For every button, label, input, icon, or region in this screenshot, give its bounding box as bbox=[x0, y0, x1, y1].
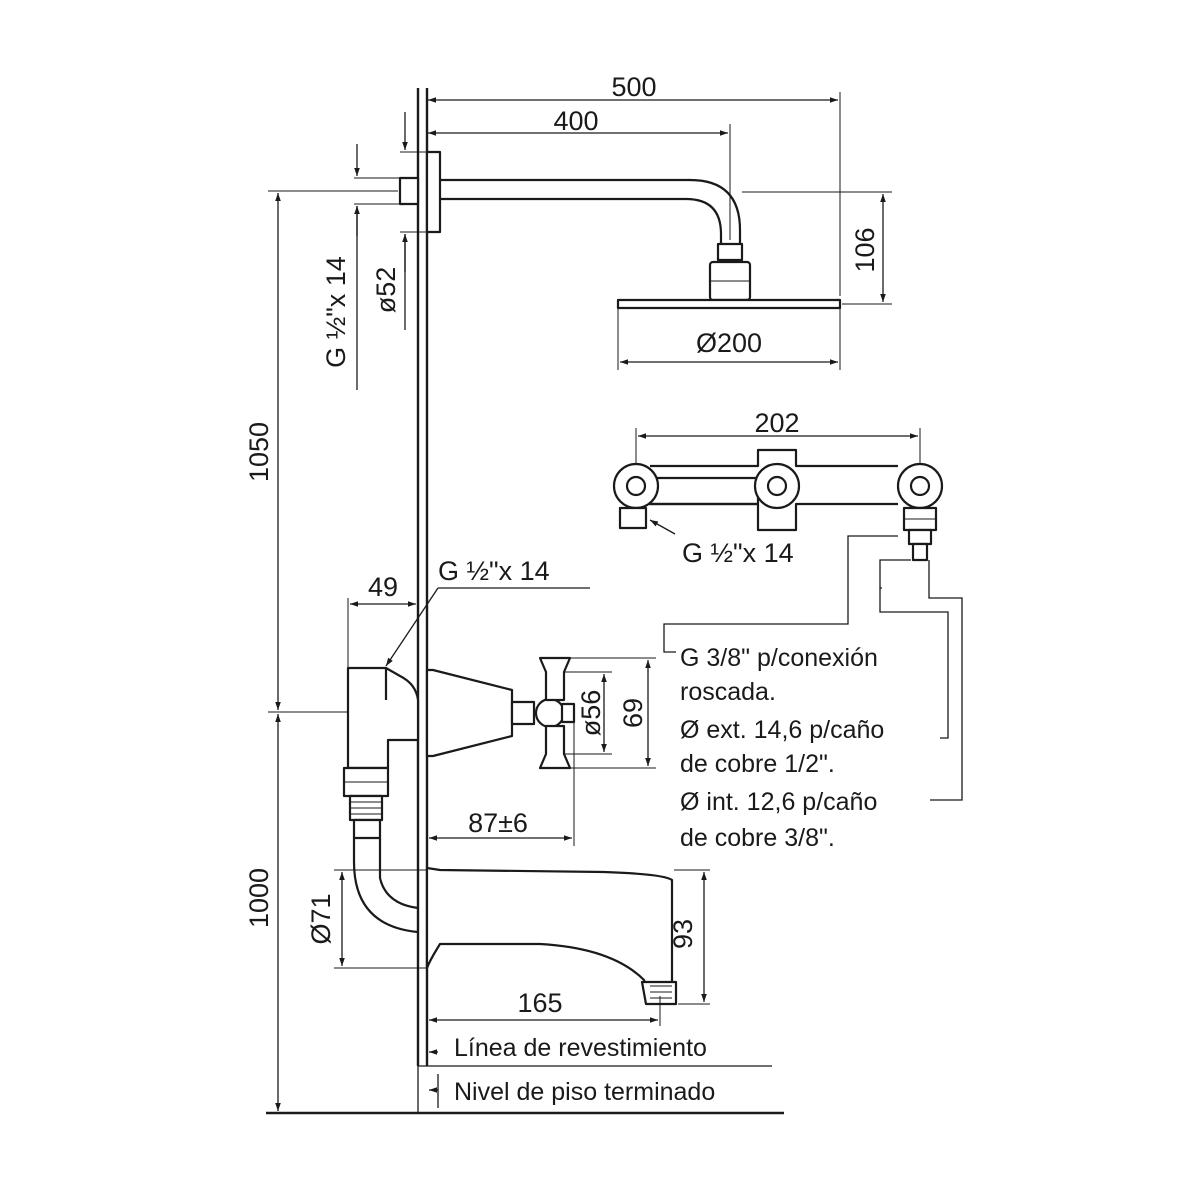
svg-text:1000: 1000 bbox=[244, 868, 274, 928]
dim-52: ø52 bbox=[371, 112, 427, 330]
svg-text:106: 106 bbox=[850, 227, 880, 272]
wall-flange bbox=[425, 150, 442, 234]
dim-500: 500 bbox=[428, 72, 841, 296]
dim-87: 87±6 bbox=[429, 722, 575, 846]
svg-text:202: 202 bbox=[754, 408, 799, 438]
svg-text:Nivel de piso terminado: Nivel de piso terminado bbox=[454, 1078, 715, 1106]
dim-g-half-vertical: G ½"x 14 bbox=[321, 144, 400, 390]
svg-text:ø56: ø56 bbox=[576, 690, 606, 737]
mixer-thread-callout: G ½"x 14 bbox=[385, 556, 590, 667]
connection-note-leaders bbox=[663, 535, 963, 801]
wall-line-label: Línea de revestimiento bbox=[429, 1034, 707, 1062]
svg-text:Ø int. 12,6 p/caño: Ø int. 12,6 p/caño bbox=[680, 788, 877, 816]
handle-escutcheon bbox=[425, 656, 576, 770]
svg-text:G ½"x 14: G ½"x 14 bbox=[438, 556, 550, 586]
svg-text:Ø71: Ø71 bbox=[306, 893, 336, 944]
dim-200: Ø200 bbox=[617, 308, 841, 370]
svg-text:ø52: ø52 bbox=[371, 267, 401, 314]
shower-head bbox=[616, 298, 842, 310]
svg-text:69: 69 bbox=[618, 698, 648, 728]
svg-text:87±6: 87±6 bbox=[468, 808, 528, 838]
wall-reference bbox=[266, 88, 784, 1115]
dim-165: 165 bbox=[429, 988, 661, 1026]
svg-text:roscada.: roscada. bbox=[680, 678, 776, 706]
svg-text:de cobre 3/8".: de cobre 3/8". bbox=[680, 824, 835, 852]
connection-note: G 3/8" p/conexión roscada. Ø ext. 14,6 p… bbox=[680, 644, 884, 852]
dim-106: 106 bbox=[742, 191, 892, 305]
svg-text:165: 165 bbox=[517, 988, 562, 1018]
dim-1050: 1050 bbox=[244, 190, 418, 713]
dim-71: Ø71 bbox=[306, 869, 427, 969]
svg-text:400: 400 bbox=[553, 106, 598, 136]
valve-thread-callout: G ½"x 14 bbox=[649, 519, 794, 568]
dim-49: 49 bbox=[347, 572, 416, 668]
svg-text:Ø ext. 14,6 p/caño: Ø ext. 14,6 p/caño bbox=[680, 716, 884, 744]
valve-body bbox=[612, 448, 944, 562]
arm-nut bbox=[716, 242, 744, 262]
dim-93: 93 bbox=[668, 869, 710, 1005]
svg-text:G ½"x 14: G ½"x 14 bbox=[321, 256, 351, 368]
svg-text:49: 49 bbox=[368, 572, 398, 602]
svg-text:93: 93 bbox=[668, 919, 698, 949]
dim-202: 202 bbox=[635, 408, 921, 464]
dim-69: 69 bbox=[570, 657, 656, 769]
floor-line-label: Nivel de piso terminado bbox=[429, 1074, 715, 1108]
svg-text:Línea de revestimiento: Línea de revestimiento bbox=[454, 1034, 707, 1062]
svg-text:1050: 1050 bbox=[244, 422, 274, 482]
svg-text:500: 500 bbox=[611, 72, 656, 102]
mixer-body bbox=[342, 666, 420, 840]
spout bbox=[352, 838, 678, 1006]
inlet-nipple bbox=[398, 176, 420, 206]
dim-56: ø56 bbox=[564, 671, 612, 755]
dim-400: 400 bbox=[428, 106, 731, 240]
svg-text:Ø200: Ø200 bbox=[696, 328, 762, 358]
svg-text:de cobre 1/2".: de cobre 1/2". bbox=[680, 750, 835, 778]
dim-1000: 1000 bbox=[244, 714, 281, 1111]
svg-text:G ½"x 14: G ½"x 14 bbox=[682, 538, 794, 568]
shower-arm bbox=[440, 178, 742, 244]
shower-assembly bbox=[398, 150, 842, 310]
svg-text:G 3/8" p/conexión: G 3/8" p/conexión bbox=[680, 644, 878, 672]
